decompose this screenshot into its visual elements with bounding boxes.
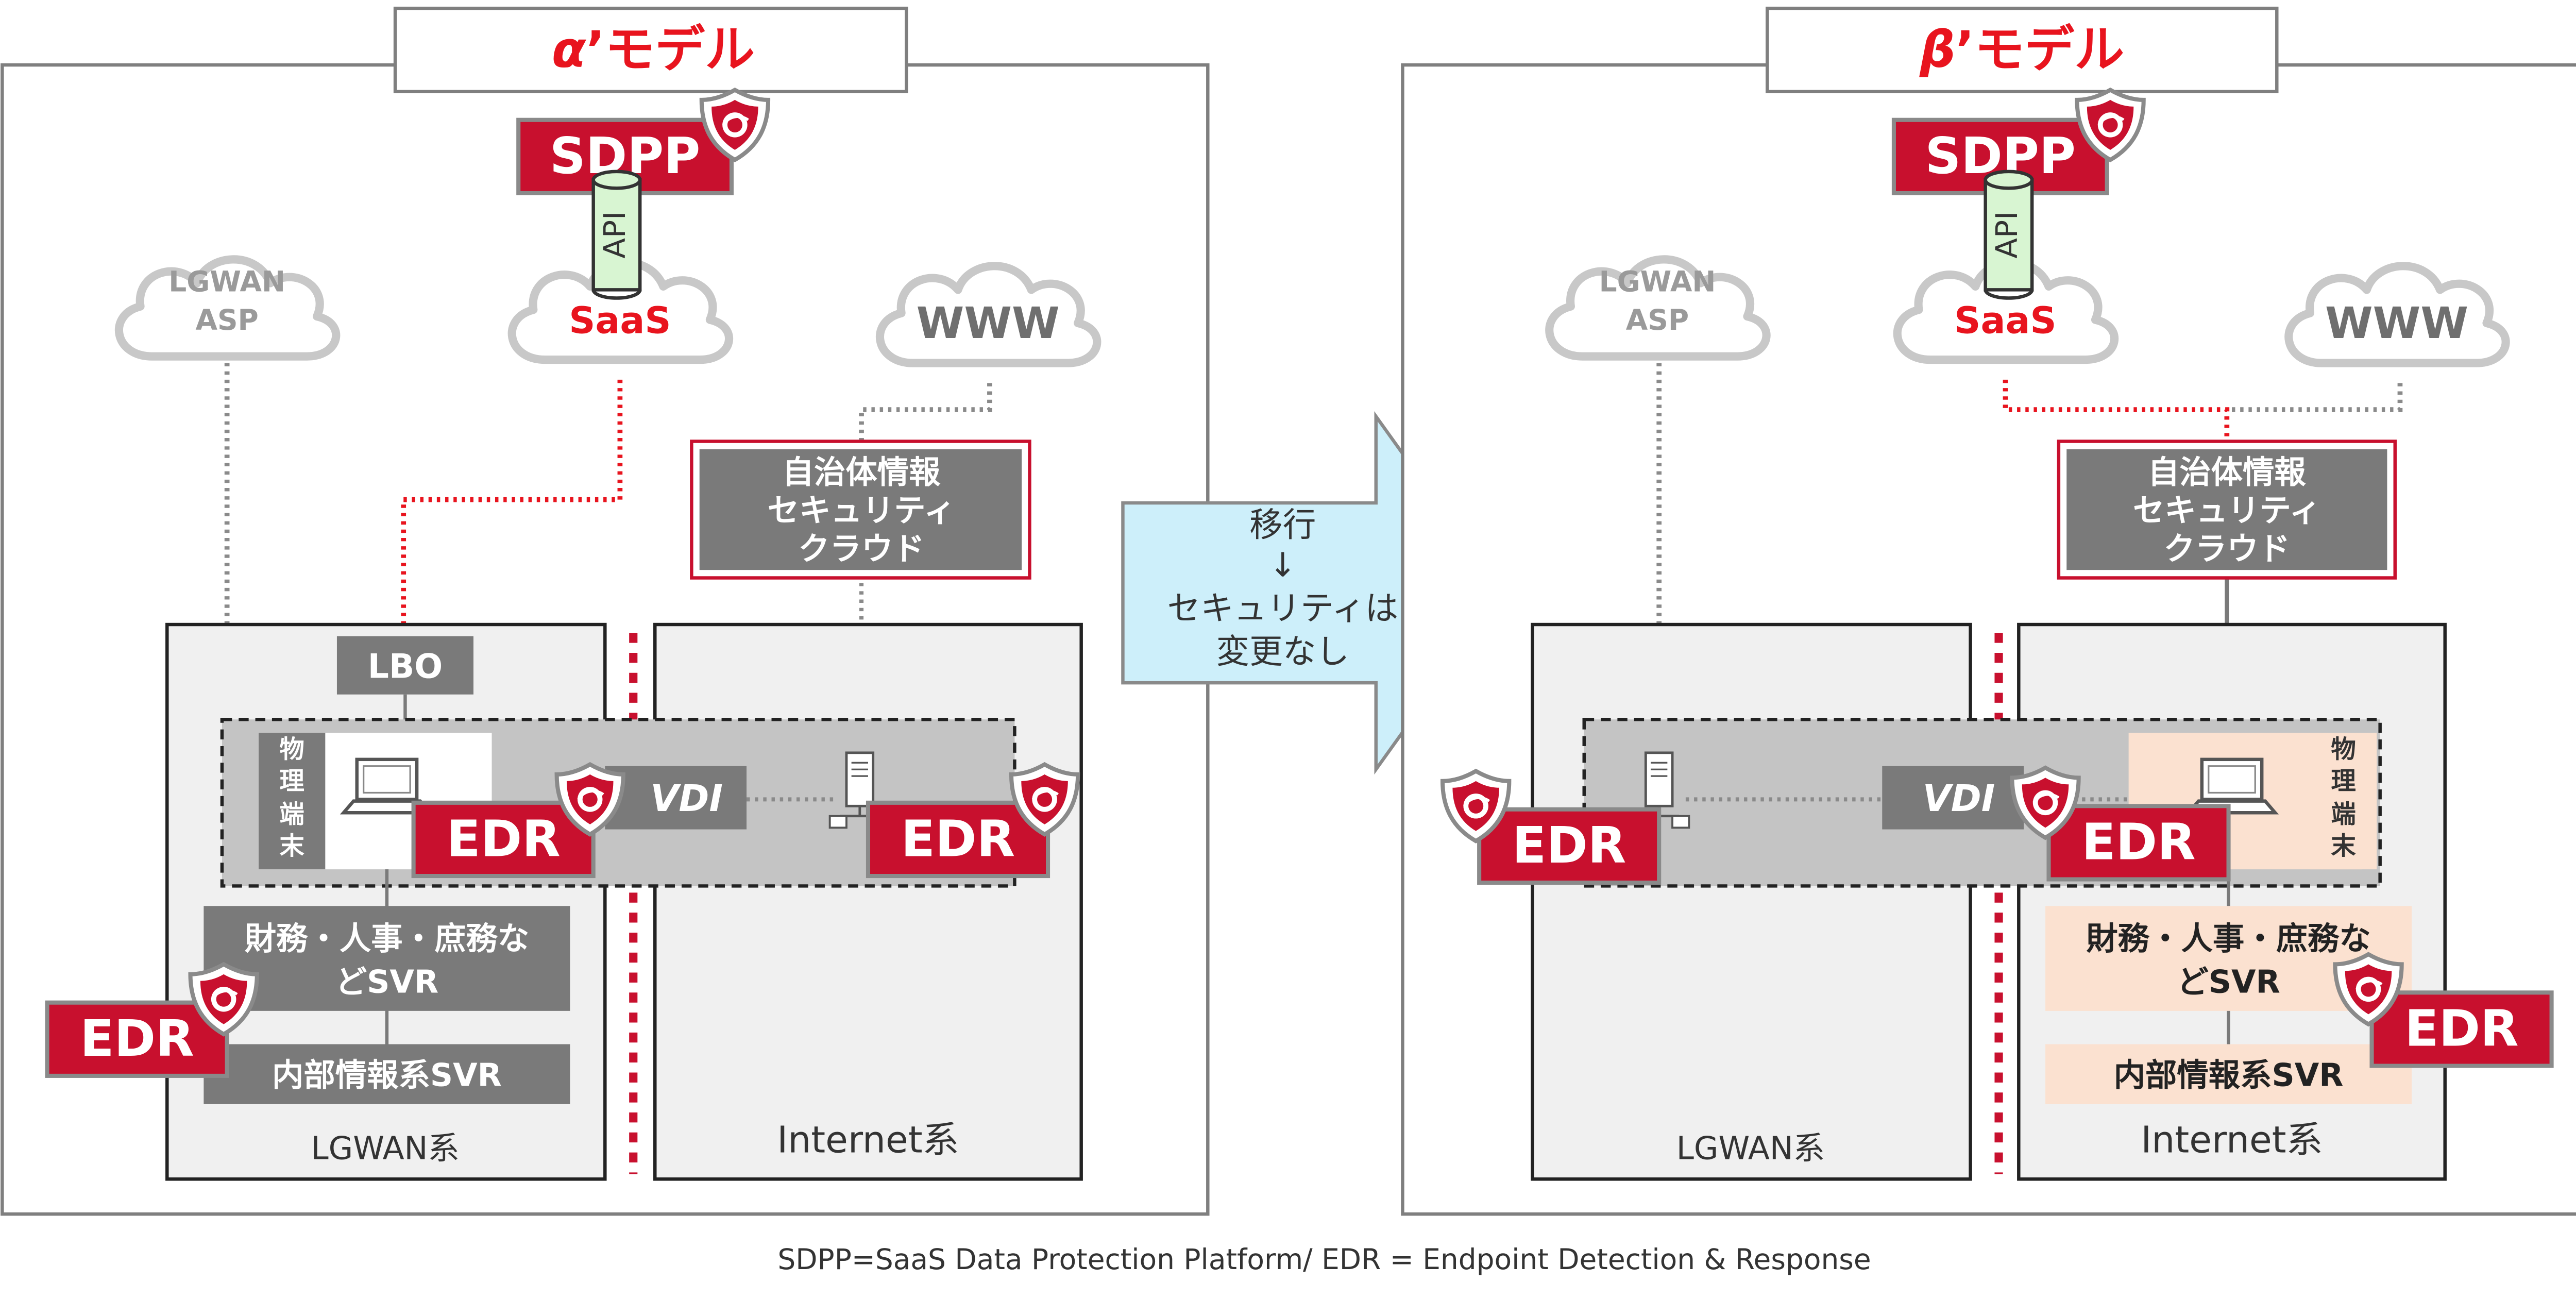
beta-panel: β’モデル LGWAN系 Internet系 物 理 端 末 VDI 財務・人事… [1401, 6, 2576, 1216]
alpha-security-cloud-line3: クラウド [798, 531, 925, 567]
beta-internal-svr-box [2045, 1044, 2412, 1104]
migration-line3: セキュリティは [1167, 589, 1399, 628]
beta-edr-server: EDR [1443, 771, 1662, 885]
alpha-terminal-char-4: 末 [279, 832, 304, 861]
alpha-terminal-char-1: 物 [279, 735, 304, 764]
beta-lgwan-asp-line2: ASP [1626, 303, 1689, 336]
beta-edr-server-label: EDR [1512, 816, 1626, 874]
alpha-physical-terminal-label: 物 理 端 末 [279, 735, 304, 861]
alpha-saas-label: SaaS [569, 299, 671, 342]
alpha-title-box [393, 6, 908, 93]
beta-saas-label: SaaS [1954, 299, 2056, 342]
alpha-edr-terminal-label: EDR [446, 809, 560, 868]
alpha-internet-zone-label: Internet系 [777, 1119, 959, 1161]
beta-lgwan-zone-label: LGWAN系 [1676, 1131, 1825, 1167]
beta-security-cloud-line2: セキュリティ [2133, 493, 2321, 529]
alpha-vdi-label: VDI [650, 777, 723, 820]
beta-vdi-label: VDI [1923, 777, 1995, 820]
beta-physical-terminal-label: 物 理 端 末 [2331, 735, 2356, 861]
alpha-terminal-char-3: 端 [279, 800, 304, 829]
alpha-lgwan-zone-label: LGWAN系 [311, 1131, 459, 1167]
alpha-terminal-char-2: 理 [279, 767, 304, 796]
beta-terminal-char-1: 物 [2331, 735, 2355, 764]
beta-lgwan-zone [1531, 622, 1972, 1181]
migration-line1: 移行 [1249, 506, 1316, 545]
alpha-security-cloud-line1: 自治体情報 [783, 454, 941, 491]
beta-lgwan-asp-line1: LGWAN [1599, 265, 1716, 298]
beta-title: β’モデル [1919, 20, 2124, 78]
beta-www-to-cloud-line [2227, 383, 2403, 412]
beta-internal-svr-label: 内部情報系SVR [2114, 1057, 2344, 1093]
beta-api-label: API [1989, 211, 2024, 259]
beta-finance-svr-line1: 財務・人事・庶務な [2086, 920, 2371, 957]
beta-edr-terminal: EDR [2012, 768, 2231, 882]
alpha-lbo-box [336, 636, 473, 695]
alpha-internet-zone [653, 622, 1083, 1181]
beta-edr-svr-label: EDR [2404, 1000, 2518, 1058]
alpha-edr-svr-label: EDR [80, 1009, 194, 1068]
alpha-title: α’モデル [552, 20, 755, 78]
beta-physical-terminal-label-box [2310, 733, 2377, 870]
alpha-edr-svr: EDR [45, 964, 257, 1078]
migration-line2: ↓ [1269, 546, 1297, 584]
alpha-lgwan-asp-line2: ASP [195, 303, 258, 336]
alpha-lbo-label: LBO [368, 647, 443, 686]
beta-security-cloud-line1: 自治体情報 [2148, 454, 2307, 491]
beta-sdpp-box [1891, 117, 2109, 195]
beta-title-box [1766, 6, 2279, 93]
beta-vdi-box [1882, 766, 2024, 830]
beta-finance-svr-line2: どSVR [2177, 964, 2280, 1000]
alpha-internal-svr-label: 内部情報系SVR [272, 1057, 502, 1093]
alpha-security-cloud-inner [697, 446, 1024, 573]
beta-terminal-char-3: 端 [2331, 800, 2355, 829]
beta-security-cloud-line3: クラウド [2164, 531, 2291, 567]
beta-edr-svr: EDR [2335, 954, 2554, 1068]
alpha-www-label: WWW [917, 298, 1060, 348]
alpha-api-label: API [597, 211, 632, 259]
alpha-panel: α’モデル LGWAN系 Internet系 LBO 物 理 端 末 VDI [1, 6, 1210, 1216]
beta-terminal-char-2: 理 [2331, 767, 2355, 796]
beta-saas-to-cloud-line [2003, 379, 2230, 447]
alpha-edr-terminal: EDR [411, 765, 623, 879]
beta-internet-zone-label: Internet系 [2141, 1119, 2323, 1161]
alpha-internal-svr-box [204, 1044, 570, 1104]
alpha-finance-svr-line2: どSVR [335, 964, 438, 1000]
database-icon [591, 170, 642, 300]
beta-edr-terminal-label: EDR [2081, 813, 2195, 871]
database-icon [1984, 170, 2034, 300]
beta-www-label: WWW [2325, 298, 2468, 348]
beta-security-cloud-inner [2064, 446, 2390, 573]
alpha-edr-server-label: EDR [901, 809, 1015, 868]
alpha-lgwan-asp-line1: LGWAN [168, 265, 285, 298]
footnote: SDPP=SaaS Data Protection Platform/ EDR … [777, 1243, 1871, 1276]
alpha-saas-to-lbo-line [401, 379, 623, 636]
alpha-security-cloud-line2: セキュリティ [768, 493, 956, 529]
alpha-finance-svr-line1: 財務・人事・庶務な [245, 920, 530, 957]
alpha-edr-server: EDR [866, 765, 1078, 879]
alpha-physical-terminal-label-box [259, 733, 326, 870]
alpha-finance-svr-box [204, 906, 570, 1011]
beta-terminal-char-4: 末 [2331, 832, 2356, 861]
migration-line4: 変更なし [1216, 632, 1349, 671]
alpha-vdi-box [605, 766, 747, 830]
